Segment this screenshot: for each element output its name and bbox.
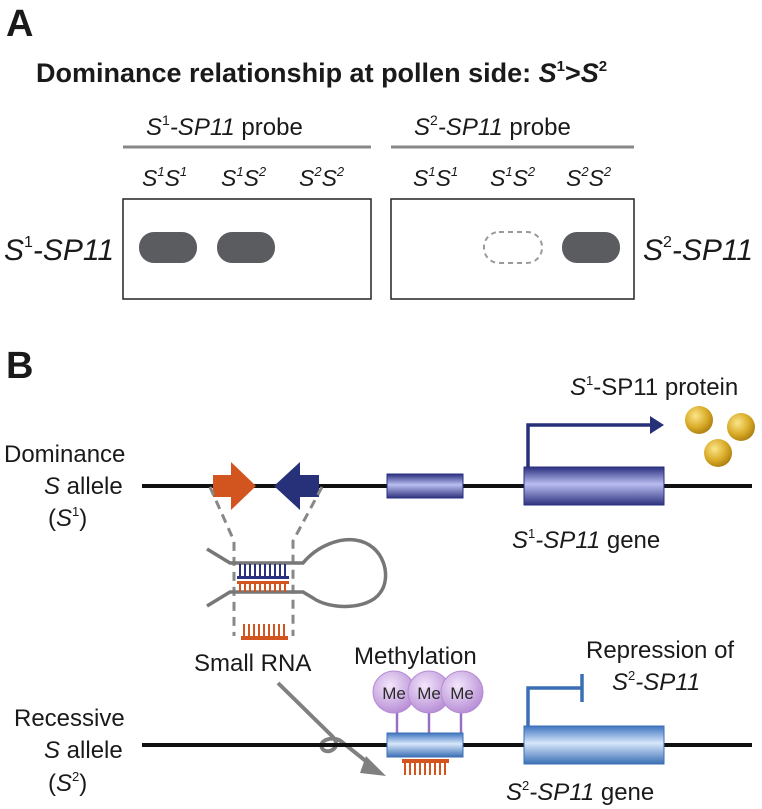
title-gt: >: [565, 58, 581, 88]
small-rna-rungs: [243, 624, 285, 636]
probe-label-s2: S2-SP11 probe: [414, 112, 571, 141]
upstream-gene-box: [386, 473, 464, 499]
hairpin-orange-rungs: [239, 584, 286, 592]
s1-gene-label: S1-SP11 gene: [512, 526, 660, 554]
repression-label-line2: S2-SP11: [612, 668, 700, 696]
genotype-right-3: S2S2: [566, 164, 612, 191]
title-prefix: Dominance relationship at pollen side:: [36, 58, 539, 88]
small-rna-label: Small RNA: [194, 650, 311, 677]
dominance-label-line2: S allele: [44, 473, 123, 500]
genotype-left-2: S1S2: [221, 164, 267, 191]
dominance-label-line1: Dominance: [4, 441, 125, 468]
s1-sp11-gene-box: [523, 466, 665, 506]
me-label-3: Me: [450, 684, 474, 703]
s2-sp11-gene-box: [523, 725, 665, 765]
me-circle-3: [440, 670, 484, 714]
navy-repeat-arrow: [274, 462, 319, 510]
protein-sphere-1: [685, 406, 713, 434]
band-s2s2-right: [562, 232, 620, 263]
panel-a-title: Dominance relationship at pollen side: S…: [36, 58, 607, 88]
recessive-label-line3: (S2): [48, 769, 87, 797]
panel-b-letter: B: [6, 345, 33, 387]
transcription-arrow: [526, 423, 652, 467]
title-s1: S: [539, 58, 557, 88]
title-sup2: 2: [599, 58, 607, 75]
me-label-2: Me: [417, 684, 441, 703]
dominance-label-line3: (S1): [48, 504, 87, 532]
methylated-orange-strand: [402, 759, 449, 763]
protein-sphere-3: [704, 439, 732, 467]
band-s1s1-left: [139, 232, 197, 263]
methylated-orange-rungs: [404, 763, 446, 775]
protein-label: S1-SP11 protein: [570, 373, 738, 401]
left-gene-label: S1-SP11: [4, 234, 114, 267]
s2-gene-label: S2-SP11 gene: [506, 778, 654, 806]
methylation-label: Methylation: [354, 643, 477, 670]
title-sup1: 1: [557, 58, 565, 75]
small-rna-strand: [241, 636, 288, 640]
recessive-label-line2: S allele: [44, 737, 123, 764]
hairpin-top-strand: [206, 537, 388, 609]
methylated-region-box: [386, 732, 464, 758]
recessive-label-line1: Recessive: [14, 705, 125, 732]
hairpin-navy-rungs: [239, 564, 286, 577]
genotype-left-3: S2S2: [299, 164, 345, 191]
probe-label-s1: S1-SP11 probe: [146, 112, 303, 141]
dashed-guide-left: [208, 486, 236, 636]
hairpin-navy-strand: [237, 576, 289, 579]
genotype-right-2: S1S2: [490, 164, 536, 191]
genotype-left-1: S1S1: [142, 164, 187, 191]
blot-left: [122, 198, 372, 300]
band-s1s2-right-faint: [483, 231, 543, 264]
repression-label-line1: Repression of: [586, 637, 734, 664]
repression-line: [526, 686, 582, 726]
me-label-1: Me: [382, 684, 406, 703]
panel-a-letter: A: [6, 3, 33, 45]
orange-repeat-arrow: [213, 462, 256, 510]
targeting-arrowhead-icon: [360, 756, 386, 776]
hairpin-orange-strand: [237, 581, 289, 584]
genotype-right-1: S1S1: [413, 164, 458, 191]
targeting-arrow: [276, 681, 374, 768]
transcription-arrowhead-icon: [650, 416, 664, 434]
band-s1s2-left: [217, 232, 275, 263]
dashed-guide-right: [291, 486, 324, 636]
blot-right: [390, 198, 635, 300]
right-gene-label: S2-SP11: [643, 234, 753, 267]
protein-sphere-2: [727, 413, 755, 441]
title-s2: S: [581, 58, 599, 88]
